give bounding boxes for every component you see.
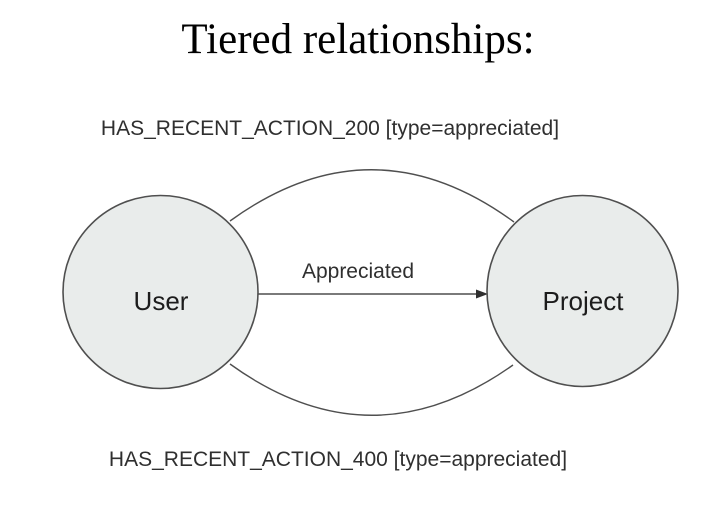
user-node-label: User <box>134 286 189 316</box>
bottom-edge-curve <box>229 363 514 416</box>
user-node <box>62 194 259 390</box>
project-node <box>486 194 679 388</box>
project-node-label: Project <box>543 286 625 316</box>
top-edge-label: HAS_RECENT_ACTION_200 [type=appreciated] <box>101 117 559 140</box>
middle-edge-label: Appreciated <box>302 260 414 283</box>
page-title: Tiered relationships: <box>181 16 534 63</box>
arrowhead-icon <box>476 289 488 299</box>
bottom-edge-label: HAS_RECENT_ACTION_400 [type=appreciated] <box>109 448 567 471</box>
top-edge-curve <box>229 169 515 223</box>
